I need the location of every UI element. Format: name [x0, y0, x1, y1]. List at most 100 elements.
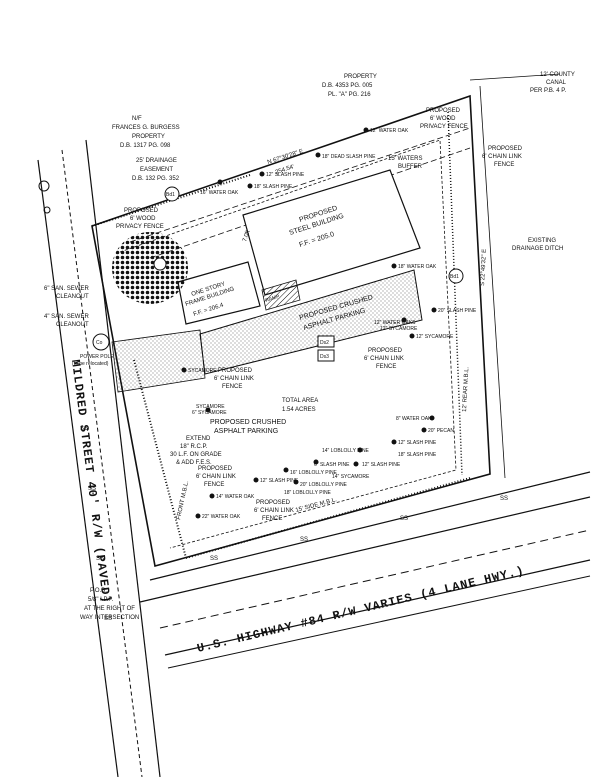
ramp: [261, 279, 301, 311]
north-distance-label: 254.54': [275, 164, 295, 176]
ss-label: SS: [88, 486, 96, 492]
chain-fence-label: PROPOSED: [488, 146, 523, 152]
tree-label: 12" WATER OAK: [370, 128, 409, 134]
wood-fence-label: PROPOSED: [426, 108, 461, 114]
wood-fence-label: PROPOSED: [124, 208, 159, 214]
ds2-label: Ds2: [320, 340, 329, 346]
wood-fence-label: 6' WOOD: [130, 216, 156, 222]
tree-label: 22" WATER OAK: [202, 514, 241, 520]
crushed-parking-label: PROPOSED CRUSHED: [210, 419, 286, 426]
wood-fence-label: PRIVACY FENCE: [420, 124, 468, 130]
property-boundary: [91, 73, 561, 568]
chain-fence-label: PROPOSED: [368, 348, 403, 354]
chain-fence-label: PROPOSED: [218, 368, 253, 374]
ditch-label: EXISTING: [528, 238, 556, 244]
chain-fence-label: 6' CHAIN LINK: [254, 508, 294, 514]
nf-label: N/F: [132, 116, 142, 122]
pob-label: WAY INTERSECTION: [80, 615, 139, 621]
ss-label: SS: [500, 496, 508, 502]
power-pole-label: POWER POLE: [80, 354, 114, 360]
adjoiner-label: D.B. 4353 PG. 005: [322, 83, 373, 89]
tree-label: 18" WATER OAK: [398, 264, 437, 270]
canal-label: PER P.B. 4 P.: [530, 88, 566, 94]
ss-label: SS: [400, 516, 408, 522]
power-pole-label: (to be relocated): [72, 361, 109, 367]
tree-label: 12" SLASH PINE: [266, 172, 305, 178]
chain-fence-label: 6' CHAIN LINK: [482, 154, 522, 160]
steel-building: [242, 169, 421, 296]
extend-pipe-label: 18" R.C.P.: [180, 444, 208, 450]
side-mbl-label: 15' SIDE M.B.L.: [295, 497, 338, 514]
tree-label: 6" SLASH PINE: [314, 462, 350, 468]
adjoiner-label: PROPERTY: [344, 74, 377, 80]
tree-label: 14" LOBLOLLY PINE: [322, 448, 370, 454]
tree-label: 12" SYCAMORE: [416, 334, 454, 340]
extend-pipe-label: EXTEND: [186, 436, 211, 442]
chain-fence-label: FENCE: [262, 516, 282, 522]
sewer-cleanout-label: 4" SAN. SEWER: [44, 314, 89, 320]
rear-mbl-label: 12' REAR M.B.L.: [462, 366, 470, 412]
tree-markers: [181, 127, 437, 519]
tree-icon: [153, 257, 167, 271]
chain-fence-label: 6' CHAIN LINK: [214, 376, 254, 382]
marker-icon: [43, 206, 51, 214]
chain-fence-label: FENCE: [204, 482, 224, 488]
pob-label: AT THE RIGHT OF: [84, 606, 135, 612]
adjoiner-label: PL. "A" PG. 216: [328, 92, 371, 98]
frame-building: [177, 261, 261, 325]
burgess-property-label: PROPERTY: [132, 134, 165, 140]
waters-buffer-label: 15' WATERS: [388, 156, 423, 162]
highway-road: U.S. HIGHWAY #84 R/W VARIES (4 LANE HWY.…: [139, 471, 591, 669]
waters-buffer-label: BUFFER: [398, 164, 423, 170]
ss-label: SS: [210, 556, 218, 562]
co-label: Co: [96, 340, 103, 346]
cleanout-icon: [92, 333, 110, 351]
tree-label: 8" WATER OAK: [396, 416, 432, 422]
tree-label: 20" LOBLOLLY PINE: [300, 482, 348, 488]
tree-label: 18" LOBLOLLY PINE: [284, 490, 332, 496]
drainage-easement-line: [149, 147, 471, 259]
burgess-owner-label: FRANCES G. BURGESS: [112, 125, 180, 131]
east-bearing-label: S 22°49'32" E: [480, 249, 488, 286]
bd1-label: Bd1: [166, 192, 175, 198]
sewer-cleanout-label: 6" SAN. SEWER: [44, 286, 89, 292]
drainage-box-icon: [164, 186, 180, 202]
drainage-easement-line: [129, 127, 471, 243]
sewer-cleanout-label: CLEANOUT: [56, 294, 89, 300]
tree-label: 18" DEAD SLASH PINE: [322, 154, 376, 160]
burgess-db-label: D.B. 1317 PG. 098: [120, 143, 171, 149]
manhole-icon: [38, 180, 50, 192]
ss-label: SS: [96, 556, 104, 562]
pob-label: P.O.B.: [90, 588, 107, 594]
tree-label: 6" SYCAMORE: [192, 410, 227, 416]
tree-label: 20" PECAN: [428, 428, 454, 434]
tree-label: 18" SLASH PINE: [254, 184, 293, 190]
drainage-box-icon: [448, 268, 464, 284]
chain-fence-label: FENCE: [494, 162, 514, 168]
chain-fence-label: 6' CHAIN LINK: [364, 356, 404, 362]
chain-fence-label: PROPOSED: [198, 466, 233, 472]
chain-fence-label: FENCE: [222, 384, 242, 390]
tree-label: 12" SYCAMORE: [380, 326, 418, 332]
ss-label: SS: [104, 616, 112, 622]
chain-fence-label: FENCE: [376, 364, 396, 370]
tree-label: 16" WATER OAK: [200, 190, 239, 196]
chain-fence-label: 6' CHAIN LINK: [196, 474, 236, 480]
tree-canopy: [112, 232, 188, 304]
landscape-strip: [111, 329, 206, 393]
extend-pipe-label: & ADD F.E.S.: [176, 460, 212, 466]
canal-label: 12' COUNTY: [540, 72, 575, 78]
canal-label: CANAL: [546, 80, 567, 86]
ds3-label: Ds3: [320, 354, 329, 360]
pob-label: 5/8" I.P.P.: [88, 597, 114, 603]
tree-label: SYCAMORE: [188, 368, 217, 374]
drainage-easement-label: D.B. 132 PG. 352: [132, 176, 180, 182]
tree-label: 12" SLASH PINE: [362, 462, 401, 468]
tree-label: 12" WATER OAKS: [374, 320, 416, 326]
tree-label: 18" SLASH PINE: [398, 452, 437, 458]
drainage-easement-label: EASEMENT: [140, 167, 173, 173]
tree-label: 14" SYCAMORE: [332, 474, 370, 480]
drainage-easement-label: 25' DRAINAGE: [136, 158, 177, 164]
tree-label: 16" LOBLOLLY PINE: [290, 470, 338, 476]
